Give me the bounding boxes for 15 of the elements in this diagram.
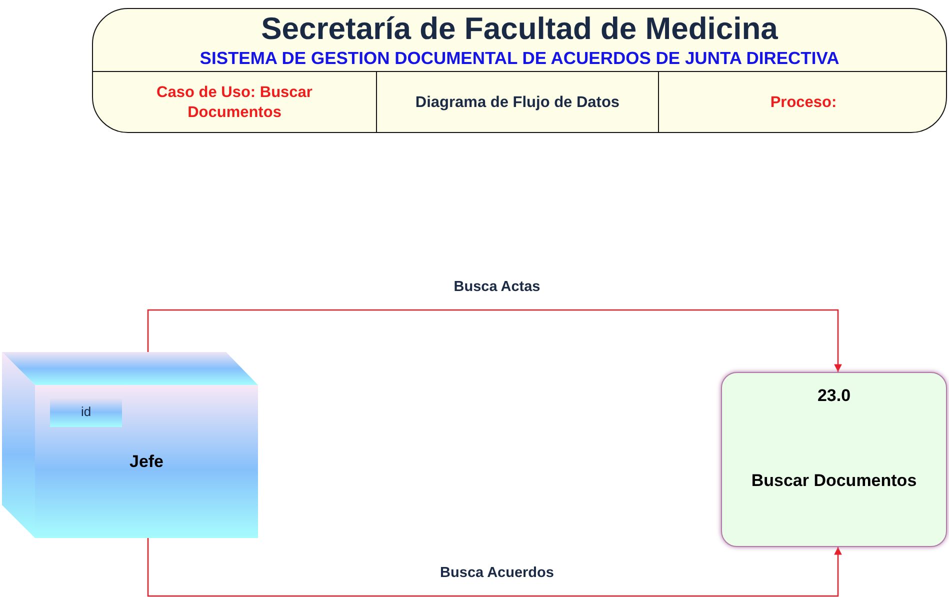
header-cell-text: Caso de Uso: Buscar Documentos [156,83,314,123]
process-name: Buscar Documentos [750,471,918,491]
id-tag: id [50,397,122,427]
process-box [721,372,947,547]
header-cell [376,71,658,132]
process-number: 23.0 [816,386,852,406]
header-cell-text: Proceso: [769,93,838,113]
header-panel [92,8,947,133]
flow-arrow [147,538,842,597]
header-cell-text: Diagrama de Flujo de Datos [414,93,621,113]
flow-arrow [147,309,842,372]
header-cell [658,71,946,132]
header-title: Secretaría de Facultad de Medicina [260,11,779,47]
entity-name: Jefe [128,452,165,472]
header-subtitle: SISTEMA DE GESTION DOCUMENTAL DE ACUERDOS DE JUNTA DIRECTIVA [198,48,840,69]
